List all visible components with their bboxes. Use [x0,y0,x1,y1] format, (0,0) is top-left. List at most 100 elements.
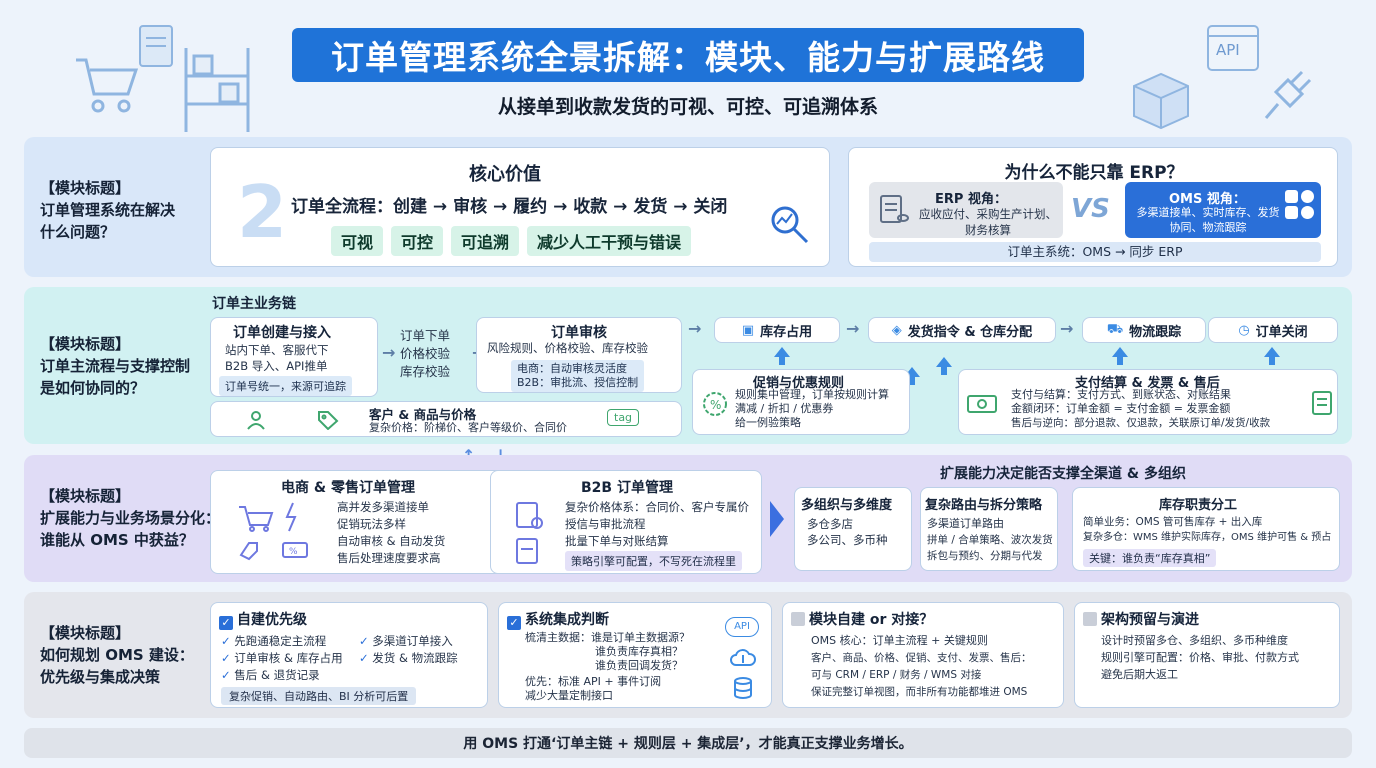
build-title-row: 模块自建 or 对接？ [791,609,933,629]
customer-product-line: 复杂价格：阶梯价、客户等级价、合同价 [369,421,567,434]
order-review-pill: 电商：自动审核灵活度 B2B：审批流、授信控制 [511,360,645,392]
ecom-line: 自动审核 & 自动发货 [337,534,446,548]
footer-summary: 用 OMS 打通‘订单主链 + 规则层 + 集成层’，才能真正支撑业务增长。 [24,728,1352,758]
ecom-line: 高并发多渠道接单 [337,500,429,514]
priority-item-text: 多渠道订单接入 [372,634,453,648]
value-tags: 可视可控可追溯减少人工干预与错误 [331,226,699,256]
api-bubble-label: API [734,621,750,632]
magnifier-chart-icon [767,202,811,250]
priority-deferred-pill: 复杂促销、自动路由、BI 分析可后置 [221,687,417,705]
order-create-pill: 订单号统一，来源可追踪 [219,376,352,396]
section-label: 【模块标题】 如何规划 OMS 建设： 优先级与集成决策 [40,624,194,686]
checkbox-icon [791,612,805,626]
payment-line: 支付与结算：支付方式、到账状态、对账结果 [1011,388,1231,401]
vs-label: VS [1071,194,1110,224]
payment-line: 售后与逆向：部分退款、仅退款，关联原订单/发货/收款 [1011,417,1271,429]
big-number: 2 [237,170,288,254]
main-chain-label: 订单主业务链 [212,296,296,312]
ecom-line: 售后处理速度要求高 [337,551,441,565]
erp-view-title: ERP 视角： [935,192,1007,207]
clock-icon: ◷ [1238,322,1250,338]
order-review-title: 订单审核 [551,325,607,341]
multi-org-card: 多组织与多维度 多仓多店 多公司、多币种 [794,487,912,571]
oms-view-text: 多渠道接单、实时库存、发货协同、物流跟踪 [1136,206,1280,234]
promo-rules-line: 给一例验策略 [735,416,801,429]
integration-line: 梳清主数据：谁是订单主数据源？ [525,631,690,644]
order-close-step: ◷ 订单关闭 [1208,317,1338,343]
checkbox-icon: ✓ [219,616,233,630]
integration-line: 减少大量定制接口 [525,689,613,702]
up-arrow [1112,347,1128,365]
shelf-icon [182,46,252,134]
contract-icons [513,501,547,571]
b2b-line: 批量下单与对账结算 [565,534,669,548]
discount-icon: % [701,390,729,422]
section-extension: 【模块标题】 扩展能力与业务场景分化： 谁能从 OMS 中获益？ 电商 & 零售… [24,455,1352,582]
order-create-card: 订单创建与接入 站内下单、客服代下 B2B 导入、API推单 订单号统一，来源可… [210,317,378,397]
api-bubble-icon: API [725,617,759,637]
up-arrow [1264,347,1280,365]
expand-arrow [770,501,784,537]
order-flow-text: 订单全流程：创建 → 审核 → 履约 → 收款 → 发货 → 关闭 [291,197,728,217]
box-icon: ▣ [741,322,755,338]
flow-arrow: → [382,343,396,362]
routing-card: 复杂路由与拆分策略 多渠道订单路由 拼单 / 合单策略、波次发货 拆包与预约、分… [920,487,1058,571]
section-planning: 【模块标题】 如何规划 OMS 建设： 优先级与集成决策 ✓ 自建优先级 ✓ 先跑… [24,592,1352,718]
integration-line: 优先：标准 API + 事件订阅 [525,675,662,688]
integration-title-row: ✓系统集成判断 [507,609,609,630]
core-value-card: 2 核心价值 订单全流程：创建 → 审核 → 履约 → 收款 → 发货 → 关闭… [210,147,830,267]
ecom-title: 电商 & 零售订单管理 [281,480,415,496]
build-or-integrate-card: 模块自建 or 对接？ OMS 核心：订单主流程 + 关键规则 客户、商品、价格… [782,602,1064,708]
build-line: 可与 CRM / ERP / 财务 / WMS 对接 [811,669,982,681]
cart-icon [72,50,142,120]
truck-icon: ⛟ [1106,321,1124,337]
checkbox-icon: ✓ [507,616,521,630]
order-create-line: B2B 导入、API推单 [225,359,328,373]
up-arrow [936,357,952,375]
priority-title: 自建优先级 [237,612,307,628]
integration-line: 谁负责库存真相？ [595,645,683,658]
b2b-line: 复杂价格体系：合同价、客户专属价 [565,500,749,514]
b2b-line: 授信与审批流程 [565,517,646,531]
order-review-line: 风险规则、价格校验、库存校验 [487,341,648,355]
flow-arrow: → [1060,319,1074,338]
arch-line: 避免后期大返工 [1101,668,1178,681]
promo-rules-line: 规则集中管理，订单按规则计算 [735,388,889,401]
cube-icon: ◈ [891,322,902,338]
build-line: 客户、商品、价格、促销、支付、发票、售后： [811,652,1032,664]
customer-product-title: 客户 & 商品与价格 [369,407,477,422]
inventory-duty-line: 复杂多仓：WMS 维护实际库存，OMS 维护可售 & 预占 [1083,532,1332,543]
oms-sync-bar: 订单主系统：OMS → 同步 ERP [869,242,1321,262]
priority-item-text: 售后 & 退货记录 [234,668,320,682]
routing-line: 拆包与预约、分期与代发 [927,550,1043,562]
stock-occupy-label: 库存占用 [760,324,813,340]
erp-view-text: 应收应付、采购生产计划、财务核算 [919,207,1057,237]
arch-line: 规则引擎可配置：价格、审批、付款方式 [1101,651,1299,664]
routing-title: 复杂路由与拆分策略 [925,498,1043,513]
order-place-block: 订单下单 价格校验 库存校验 [400,327,450,381]
integration-line: 谁负责回调发货？ [595,659,683,672]
multi-org-line: 多公司、多币种 [807,533,888,547]
order-close-label: 订单关闭 [1255,324,1308,340]
extension-title: 扩展能力决定能否支撑全渠道 & 多组织 [940,466,1186,482]
tag-label: tag [607,409,640,426]
priority-item: ✓ 售后 & 退货记录 [221,668,320,682]
priority-item-text: 发货 & 物流跟踪 [372,651,458,665]
order-review-pill-line: B2B：审批流、授信控制 [517,376,639,389]
order-create-title: 订单创建与接入 [233,325,331,341]
ecom-icons: % [235,499,325,569]
payment-card: 支付结算 & 发票 & 售后 支付与结算：支付方式、到账状态、对账结果 金额闭环… [958,369,1338,435]
user-icon [245,410,267,434]
priority-title-row: ✓ 自建优先级 [219,609,307,630]
page-subtitle: 从接单到收款发货的可视、可控、可追溯体系 [497,96,878,118]
api-window-icon: API [1206,24,1260,72]
order-place-line: 库存校验 [400,364,451,379]
channel-icons [1285,190,1315,219]
cash-icon [967,394,997,418]
order-place-line: 订单下单 [400,328,451,343]
section-problem: 【模块标题】 订单管理系统在解决 什么问题？ 2 核心价值 订单全流程：创建 →… [24,137,1352,277]
priority-item: ✓ 先跑通稳定主流程 [221,634,327,648]
flow-arrow: → [688,319,702,338]
order-review-pill-line: 电商：自动审核灵活度 [517,362,627,375]
build-line: OMS 核心：订单主流程 + 关键规则 [811,634,988,647]
